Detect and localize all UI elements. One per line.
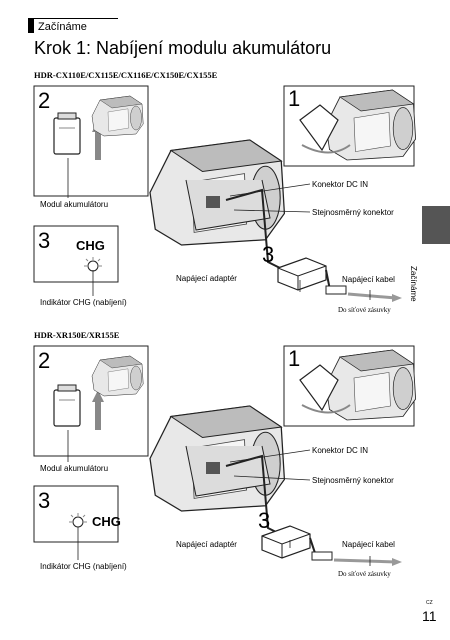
fig1-model-list: HDR-CX110E/CX115E/CX116E/CX150E/CX155E — [34, 70, 218, 80]
fig1-chg-indicator: CHG — [76, 238, 105, 253]
fig1-label-dc-plug: Stejnosměrný konektor — [312, 208, 394, 217]
fig2-chg-indicator: CHG — [92, 514, 121, 529]
section-tag: Začínáme — [28, 18, 118, 33]
side-tab — [422, 206, 450, 244]
fig1-step-number: 3 — [262, 242, 275, 267]
fig1-label-charge-lamp: Indikátor CHG (nabíjení) — [40, 298, 127, 307]
fig1-label-battery: Modul akumulátoru — [40, 200, 109, 209]
fig1-label-adapter: Napájecí adaptér — [176, 274, 237, 283]
fig2-label-dc-plug: Stejnosměrný konektor — [312, 476, 394, 485]
fig2-step-number: 3 — [38, 488, 51, 513]
fig2-step-number: 3 — [258, 508, 271, 533]
fig2-step-number: 2 — [38, 348, 51, 373]
fig1-label-cord: Napájecí kabel — [342, 275, 395, 284]
fig1-step-number: 2 — [38, 88, 51, 113]
fig1-label-outlet: Do síťové zásuvky — [338, 306, 391, 314]
fig2-label-cord: Napájecí kabel — [342, 540, 395, 549]
fig2-label-adapter: Napájecí adaptér — [176, 540, 237, 549]
fig1-step3-box — [33, 225, 119, 283]
fig2-model-list: HDR-XR150E/XR155E — [34, 330, 120, 340]
fig2-step3-box — [33, 485, 119, 543]
page-number: 11 — [422, 608, 437, 624]
fig2-label-dc-in: Konektor DC IN — [312, 446, 369, 455]
fig2-label-charge-lamp: Indikátor CHG (nabíjení) — [40, 562, 127, 571]
fig1-label-dc-in: Konektor DC IN — [312, 180, 369, 189]
fig2-label-outlet: Do síťové zásuvky — [338, 570, 391, 578]
fig1-step-number: 1 — [288, 86, 301, 111]
page-title: Krok 1: Nabíjení modulu akumulátoru — [34, 38, 332, 58]
fig2-label-battery: Modul akumulátoru — [40, 464, 109, 473]
fig2-step-number: 1 — [288, 346, 301, 371]
language-code: CZ — [426, 600, 433, 606]
fig1-step-number: 3 — [38, 228, 51, 253]
